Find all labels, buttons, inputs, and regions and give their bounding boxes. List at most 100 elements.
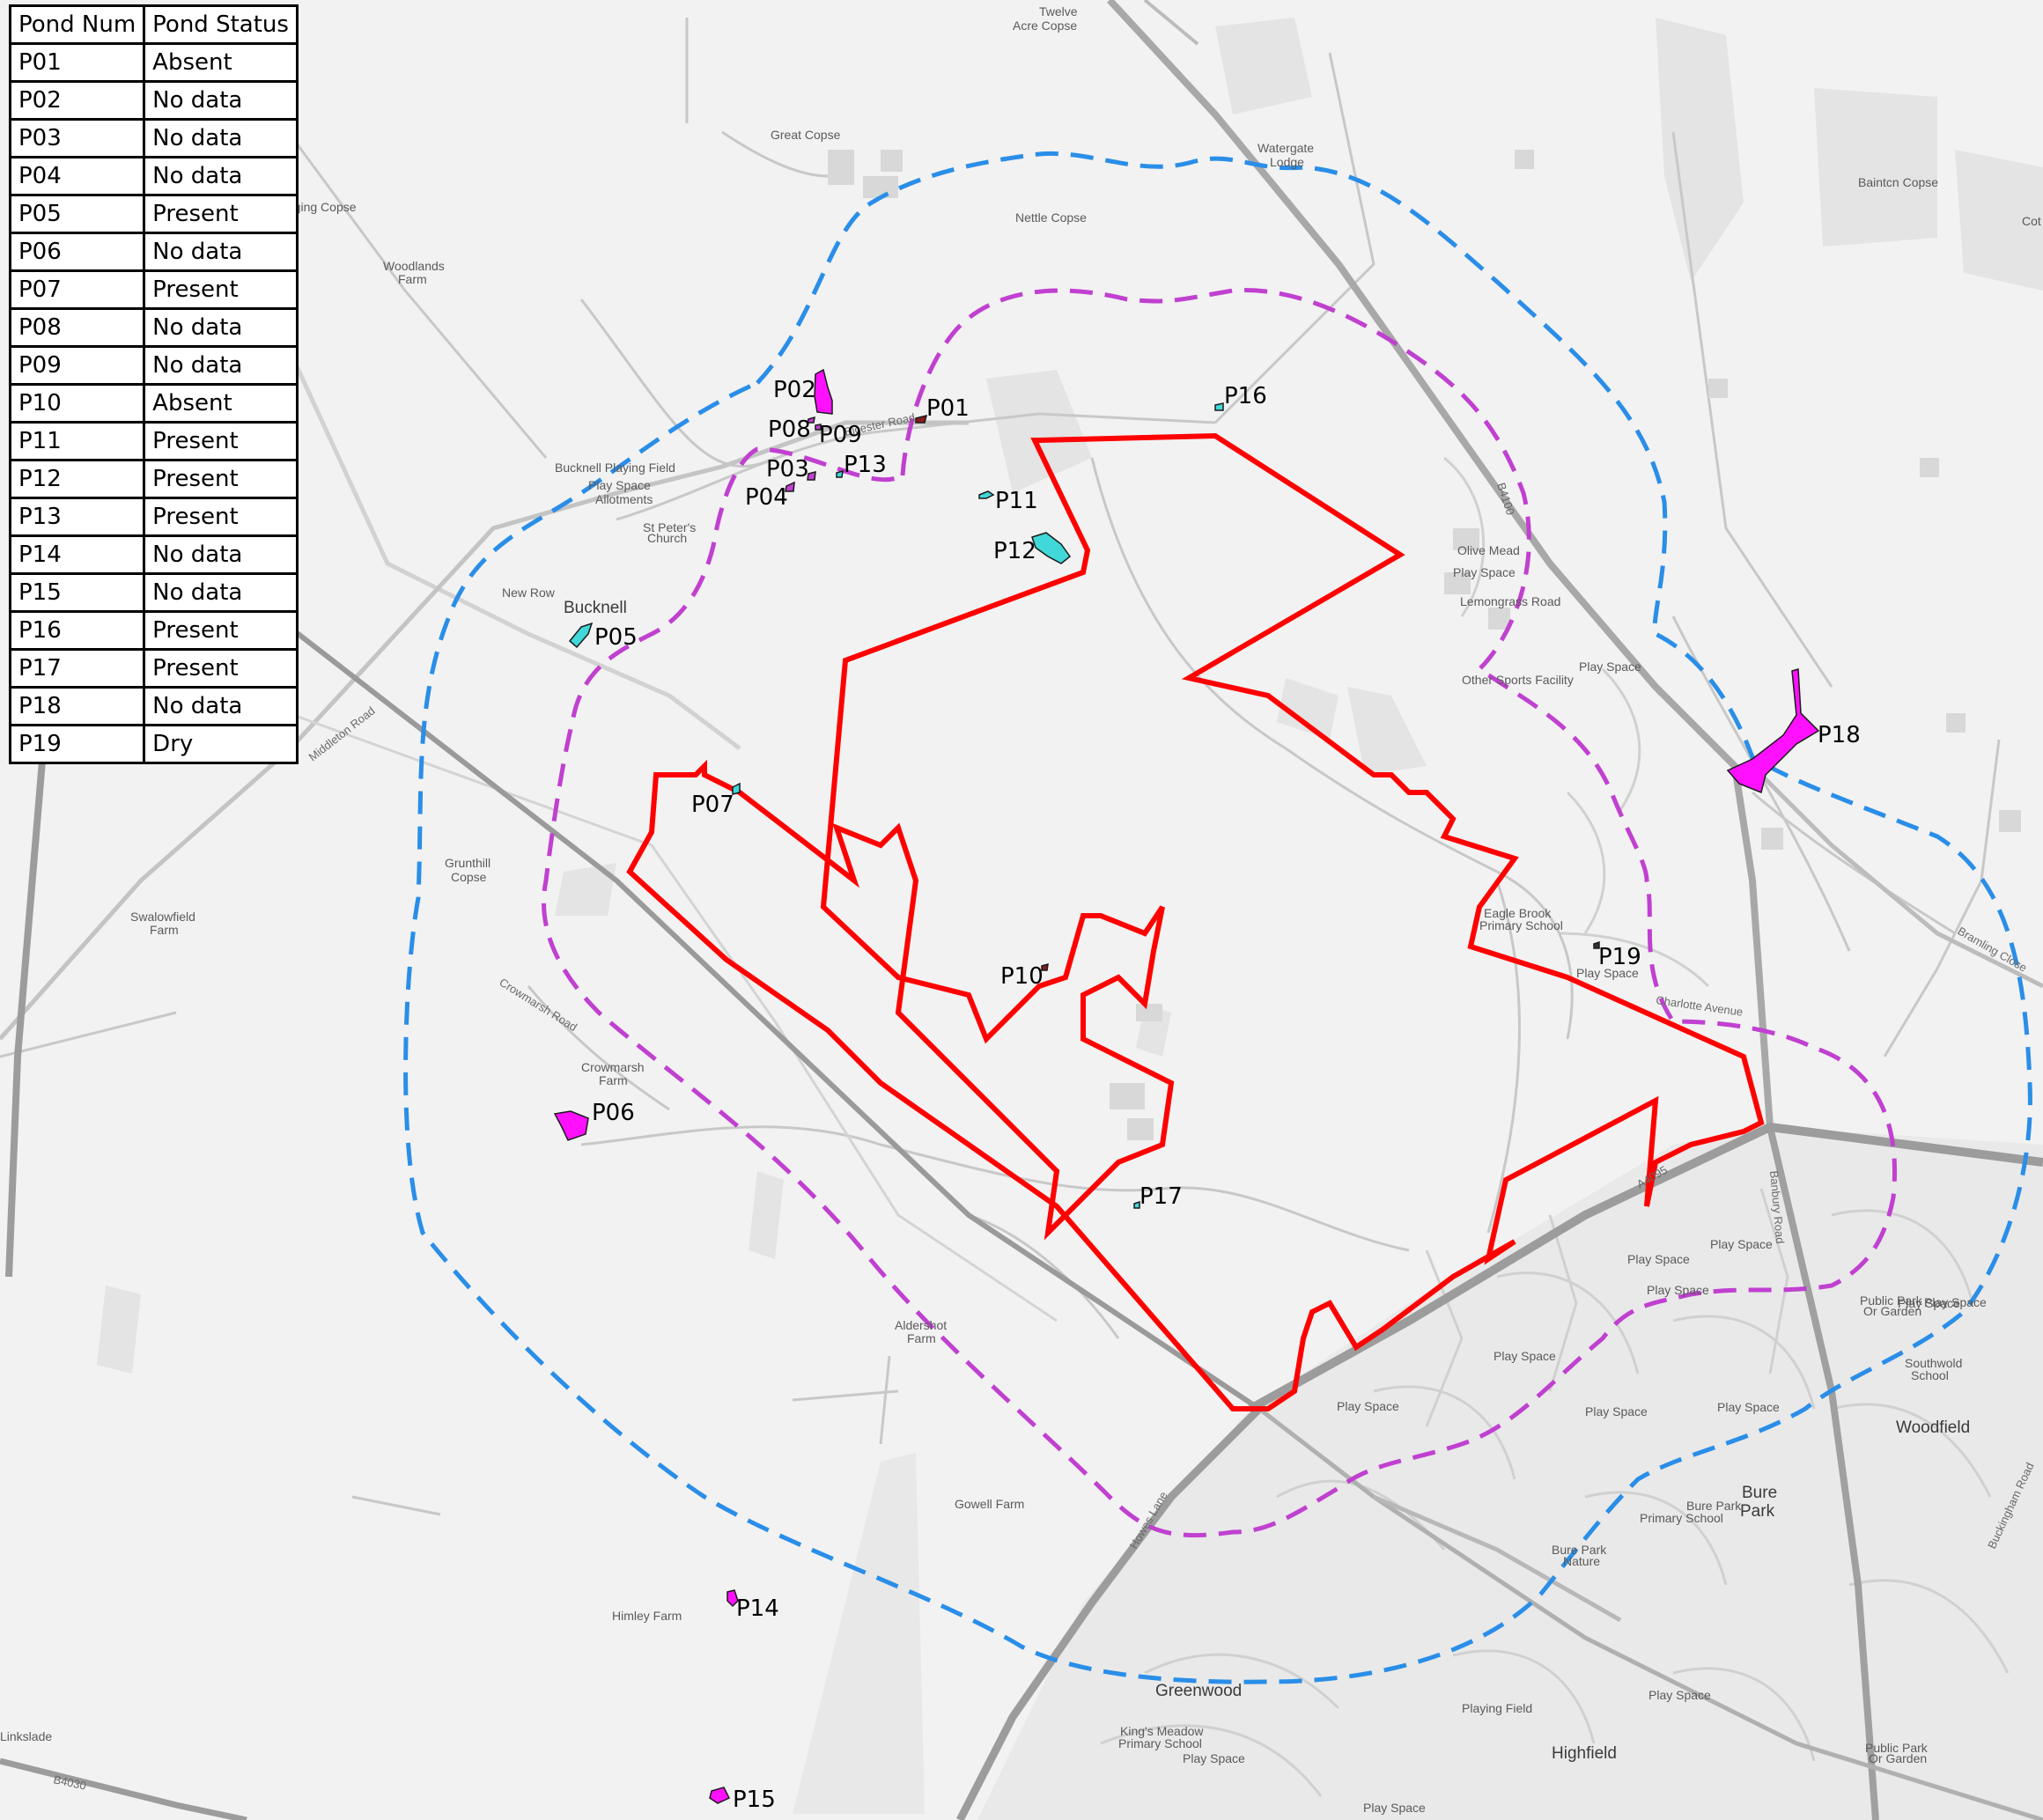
legend-pond-status: No data xyxy=(143,572,299,613)
legend-header-pond-num: Pond Num xyxy=(8,4,146,45)
legend-pond-num: P05 xyxy=(8,194,146,234)
legend-pond-status: Present xyxy=(143,648,299,689)
pond-p04[interactable] xyxy=(785,481,795,492)
place-crowmarsh: Crowmarsh xyxy=(581,1060,645,1074)
legend-pond-status: Absent xyxy=(143,42,299,83)
place-linkslade: Linkslade xyxy=(0,1729,52,1743)
site-boundary xyxy=(626,432,1765,1411)
place-watergate-lodge: Lodge xyxy=(1270,155,1304,169)
pond-p05[interactable] xyxy=(568,622,594,649)
legend-pond-num: P15 xyxy=(8,572,146,613)
place-aldershot-farm: Farm xyxy=(907,1331,936,1345)
pond-p18[interactable] xyxy=(1726,668,1820,794)
place-baintcn-copse: Baintcn Copse xyxy=(1858,175,1938,189)
pond-labels: P01 P02 P03 P04 P05 P06 P07 P08 P09 P10 … xyxy=(592,377,1861,1813)
legend-pond-status: Dry xyxy=(143,724,299,764)
label-p08: P08 xyxy=(768,416,811,443)
pond-p09[interactable] xyxy=(815,424,822,431)
place-twelve-acre: Twelve xyxy=(1039,4,1078,18)
legend-pond-num: P12 xyxy=(8,459,146,499)
legend-pond-status: Present xyxy=(143,459,299,499)
place-public-park: Public Park xyxy=(1860,1293,1923,1308)
pond-p10[interactable] xyxy=(1041,962,1049,971)
place-bucknell-playing-field: Bucknell Playing Field xyxy=(555,461,675,475)
ponds xyxy=(553,368,1820,1804)
place-play-space-4: Play Space xyxy=(1494,1349,1556,1363)
label-p14: P14 xyxy=(736,1595,779,1622)
label-p16: P16 xyxy=(1224,383,1267,409)
pond-p07[interactable] xyxy=(732,782,741,795)
legend-pond-status: No data xyxy=(143,534,299,575)
place-public-park-se: Public Park xyxy=(1865,1741,1929,1755)
legend-pond-num: P13 xyxy=(8,497,146,537)
pond-p15[interactable] xyxy=(709,1787,731,1804)
place-bure-park-primary: Primary School xyxy=(1640,1511,1723,1525)
pond-p16[interactable] xyxy=(1214,402,1224,411)
place-great-copse: Great Copse xyxy=(771,128,841,142)
pond-p17[interactable] xyxy=(1133,1200,1140,1209)
label-p04: P04 xyxy=(745,484,788,511)
place-aldershot: Aldershot xyxy=(895,1318,947,1332)
pond-p14[interactable] xyxy=(726,1589,739,1608)
pond-p13[interactable] xyxy=(836,469,844,478)
legend-pond-status: Present xyxy=(143,194,299,234)
place-play-space-8: Play Space xyxy=(1898,1296,1960,1310)
pond-p02[interactable] xyxy=(814,368,833,415)
place-new-row: New Row xyxy=(502,586,556,600)
legend-pond-status: Present xyxy=(143,610,299,651)
place-himley-farm: Himley Farm xyxy=(612,1609,682,1623)
legend-pond-num: P18 xyxy=(8,686,146,726)
label-p06: P06 xyxy=(592,1100,635,1126)
legend-pond-num: P10 xyxy=(8,383,146,424)
place-woodlands: Woodlands xyxy=(383,259,445,273)
label-p17: P17 xyxy=(1140,1183,1183,1210)
pond-p01[interactable] xyxy=(915,414,928,424)
place-play-space-ne: Play Space xyxy=(1579,659,1641,674)
place-bure-park-nature: Bure Park xyxy=(1552,1543,1607,1557)
legend-pond-num: P09 xyxy=(8,345,146,386)
place-bure-park-nature-2: Nature xyxy=(1563,1554,1600,1568)
buffer-outer xyxy=(403,151,2032,1684)
place-play-space-10: Play Space xyxy=(1648,1688,1711,1702)
label-p05: P05 xyxy=(594,624,638,651)
legend-pond-status: Present xyxy=(143,421,299,461)
pond-p11[interactable] xyxy=(978,490,995,499)
place-play-space-5: Play Space xyxy=(1717,1400,1780,1414)
legend-pond-num: P17 xyxy=(8,648,146,689)
place-kings-meadow: King's Meadow xyxy=(1120,1724,1204,1738)
legend-pond-num: P07 xyxy=(8,269,146,310)
pond-p03[interactable] xyxy=(807,471,816,481)
legend-pond-num: P01 xyxy=(8,42,146,83)
place-kings-meadow-school: Primary School xyxy=(1118,1736,1202,1750)
legend-pond-num: P11 xyxy=(8,421,146,461)
place-swalowfield-farm: Farm xyxy=(150,923,179,937)
legend-pond-num: P19 xyxy=(8,724,146,764)
urban-area xyxy=(977,456,2043,1820)
place-highfield: Highfield xyxy=(1552,1744,1617,1763)
legend-pond-status: No data xyxy=(143,80,299,121)
place-gowell-farm: Gowell Farm xyxy=(955,1497,1024,1511)
label-p15: P15 xyxy=(733,1787,776,1813)
pond-p12[interactable] xyxy=(1031,532,1072,564)
pond-p08[interactable] xyxy=(807,416,815,424)
place-southwold: Southwold xyxy=(1905,1356,1962,1370)
pond-p19[interactable] xyxy=(1593,940,1600,949)
legend-pond-num: P16 xyxy=(8,610,146,651)
place-grunthill: Grunthill xyxy=(445,856,490,870)
pond-p06[interactable] xyxy=(553,1110,589,1141)
legend-pond-status: No data xyxy=(143,156,299,196)
place-bure-park: Park xyxy=(1740,1502,1775,1521)
legend-pond-status: Absent xyxy=(143,383,299,424)
